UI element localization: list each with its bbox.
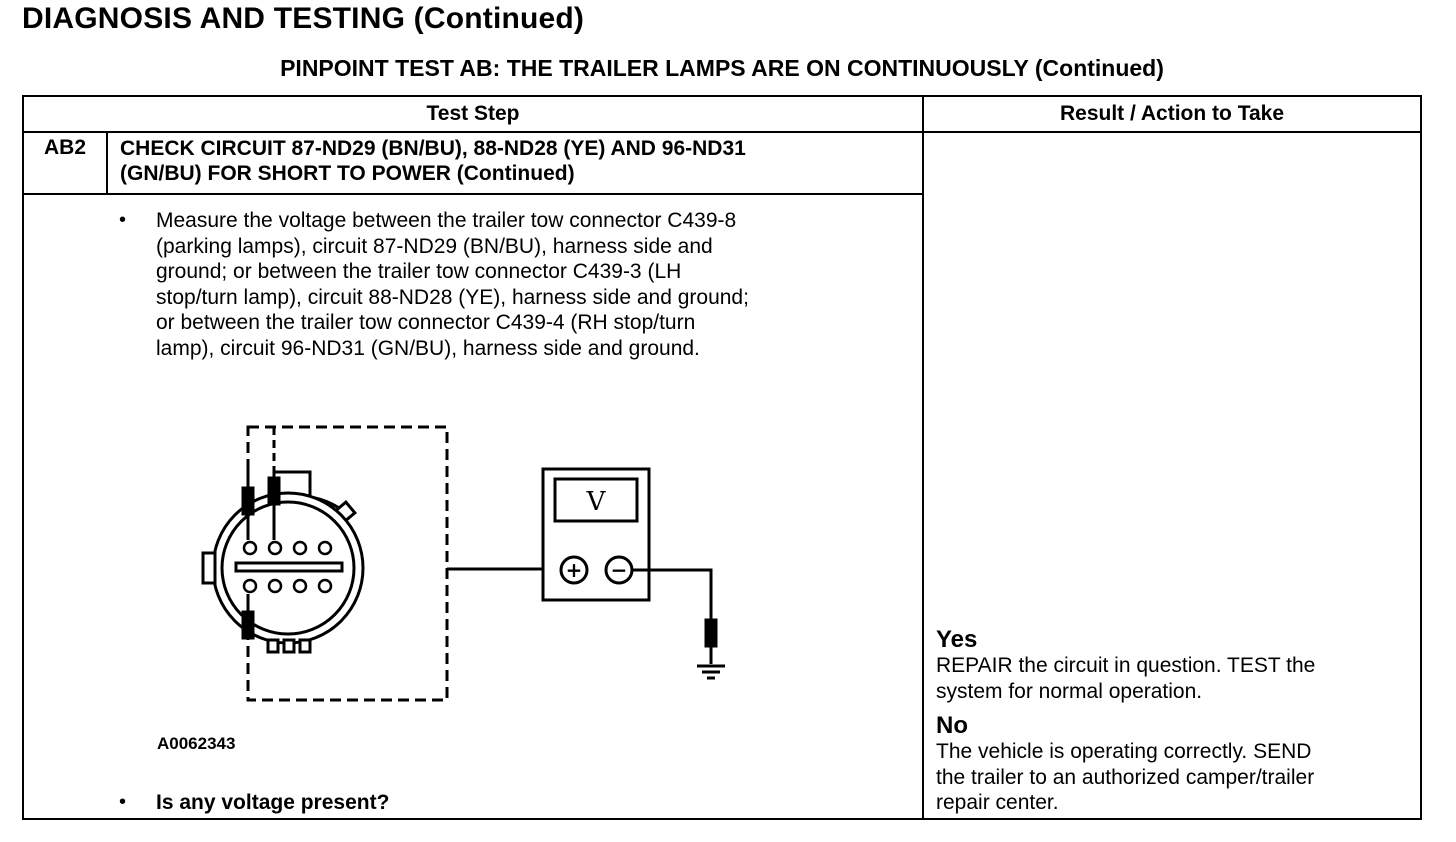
test-table: Test Step Result / Action to Take AB2 CH… <box>22 95 1422 820</box>
question-text: Is any voltage present? <box>156 791 390 814</box>
meter-minus-icon: − <box>611 558 628 582</box>
step-title-divider <box>24 193 922 195</box>
instruction-text: Measure the voltage between the trailer … <box>156 208 916 361</box>
ground-icon <box>697 664 725 680</box>
column-divider <box>922 97 924 820</box>
step-title: CHECK CIRCUIT 87-ND29 (BN/BU), 88-ND28 (… <box>120 136 910 186</box>
instruction-line: lamp), circuit 96-ND31 (GN/BU), harness … <box>156 336 700 360</box>
question-bullet: • <box>119 791 127 813</box>
figure-id: A0062343 <box>157 734 236 753</box>
voltmeter <box>541 467 651 602</box>
instruction-line: Measure the voltage between the trailer … <box>156 209 737 232</box>
result-no-line: the trailer to an authorized camper/trai… <box>936 765 1315 789</box>
header-divider <box>24 131 1420 133</box>
instruction-line: or between the trailer tow connector C43… <box>156 311 696 334</box>
result-no-label: No <box>936 712 968 739</box>
result-no-line: The vehicle is operating correctly. SEND <box>936 740 1312 763</box>
result-no-line: repair center. <box>936 791 1059 814</box>
result-yes-line: system for normal operation. <box>936 679 1203 703</box>
step-id: AB2 <box>43 136 86 159</box>
instruction-line: stop/turn lamp), circuit 88-ND28 (YE), h… <box>156 285 749 309</box>
instruction-bullet: • <box>119 209 127 231</box>
page-title: DIAGNOSIS AND TESTING (Continued) <box>22 2 585 35</box>
pinpoint-test-title: PINPOINT TEST AB: THE TRAILER LAMPS ARE … <box>280 55 1164 81</box>
instruction-line: (parking lamps), circuit 87-ND29 (BN/BU)… <box>156 234 713 258</box>
result-no: No The vehicle is operating correctly. S… <box>936 713 1411 816</box>
step-id-divider <box>106 133 108 193</box>
meter-display: V <box>586 487 607 517</box>
header-result-action: Result / Action to Take <box>1059 102 1285 125</box>
trailer-tow-connector <box>201 470 365 654</box>
result-yes-line: REPAIR the circuit in question. TEST the <box>936 654 1316 677</box>
result-yes-label: Yes <box>936 626 978 653</box>
step-title-line-2: (GN/BU) FOR SHORT TO POWER (Continued) <box>120 162 575 185</box>
step-title-line-1: CHECK CIRCUIT 87-ND29 (BN/BU), 88-ND28 (… <box>120 137 746 160</box>
meter-plus-icon: + <box>566 558 583 582</box>
ground-lead <box>632 568 718 664</box>
instruction-line: ground; or between the trailer tow conne… <box>156 260 682 283</box>
result-yes: Yes REPAIR the circuit in question. TEST… <box>936 627 1411 704</box>
test-probes <box>241 470 281 640</box>
header-test-step: Test Step <box>426 102 520 125</box>
